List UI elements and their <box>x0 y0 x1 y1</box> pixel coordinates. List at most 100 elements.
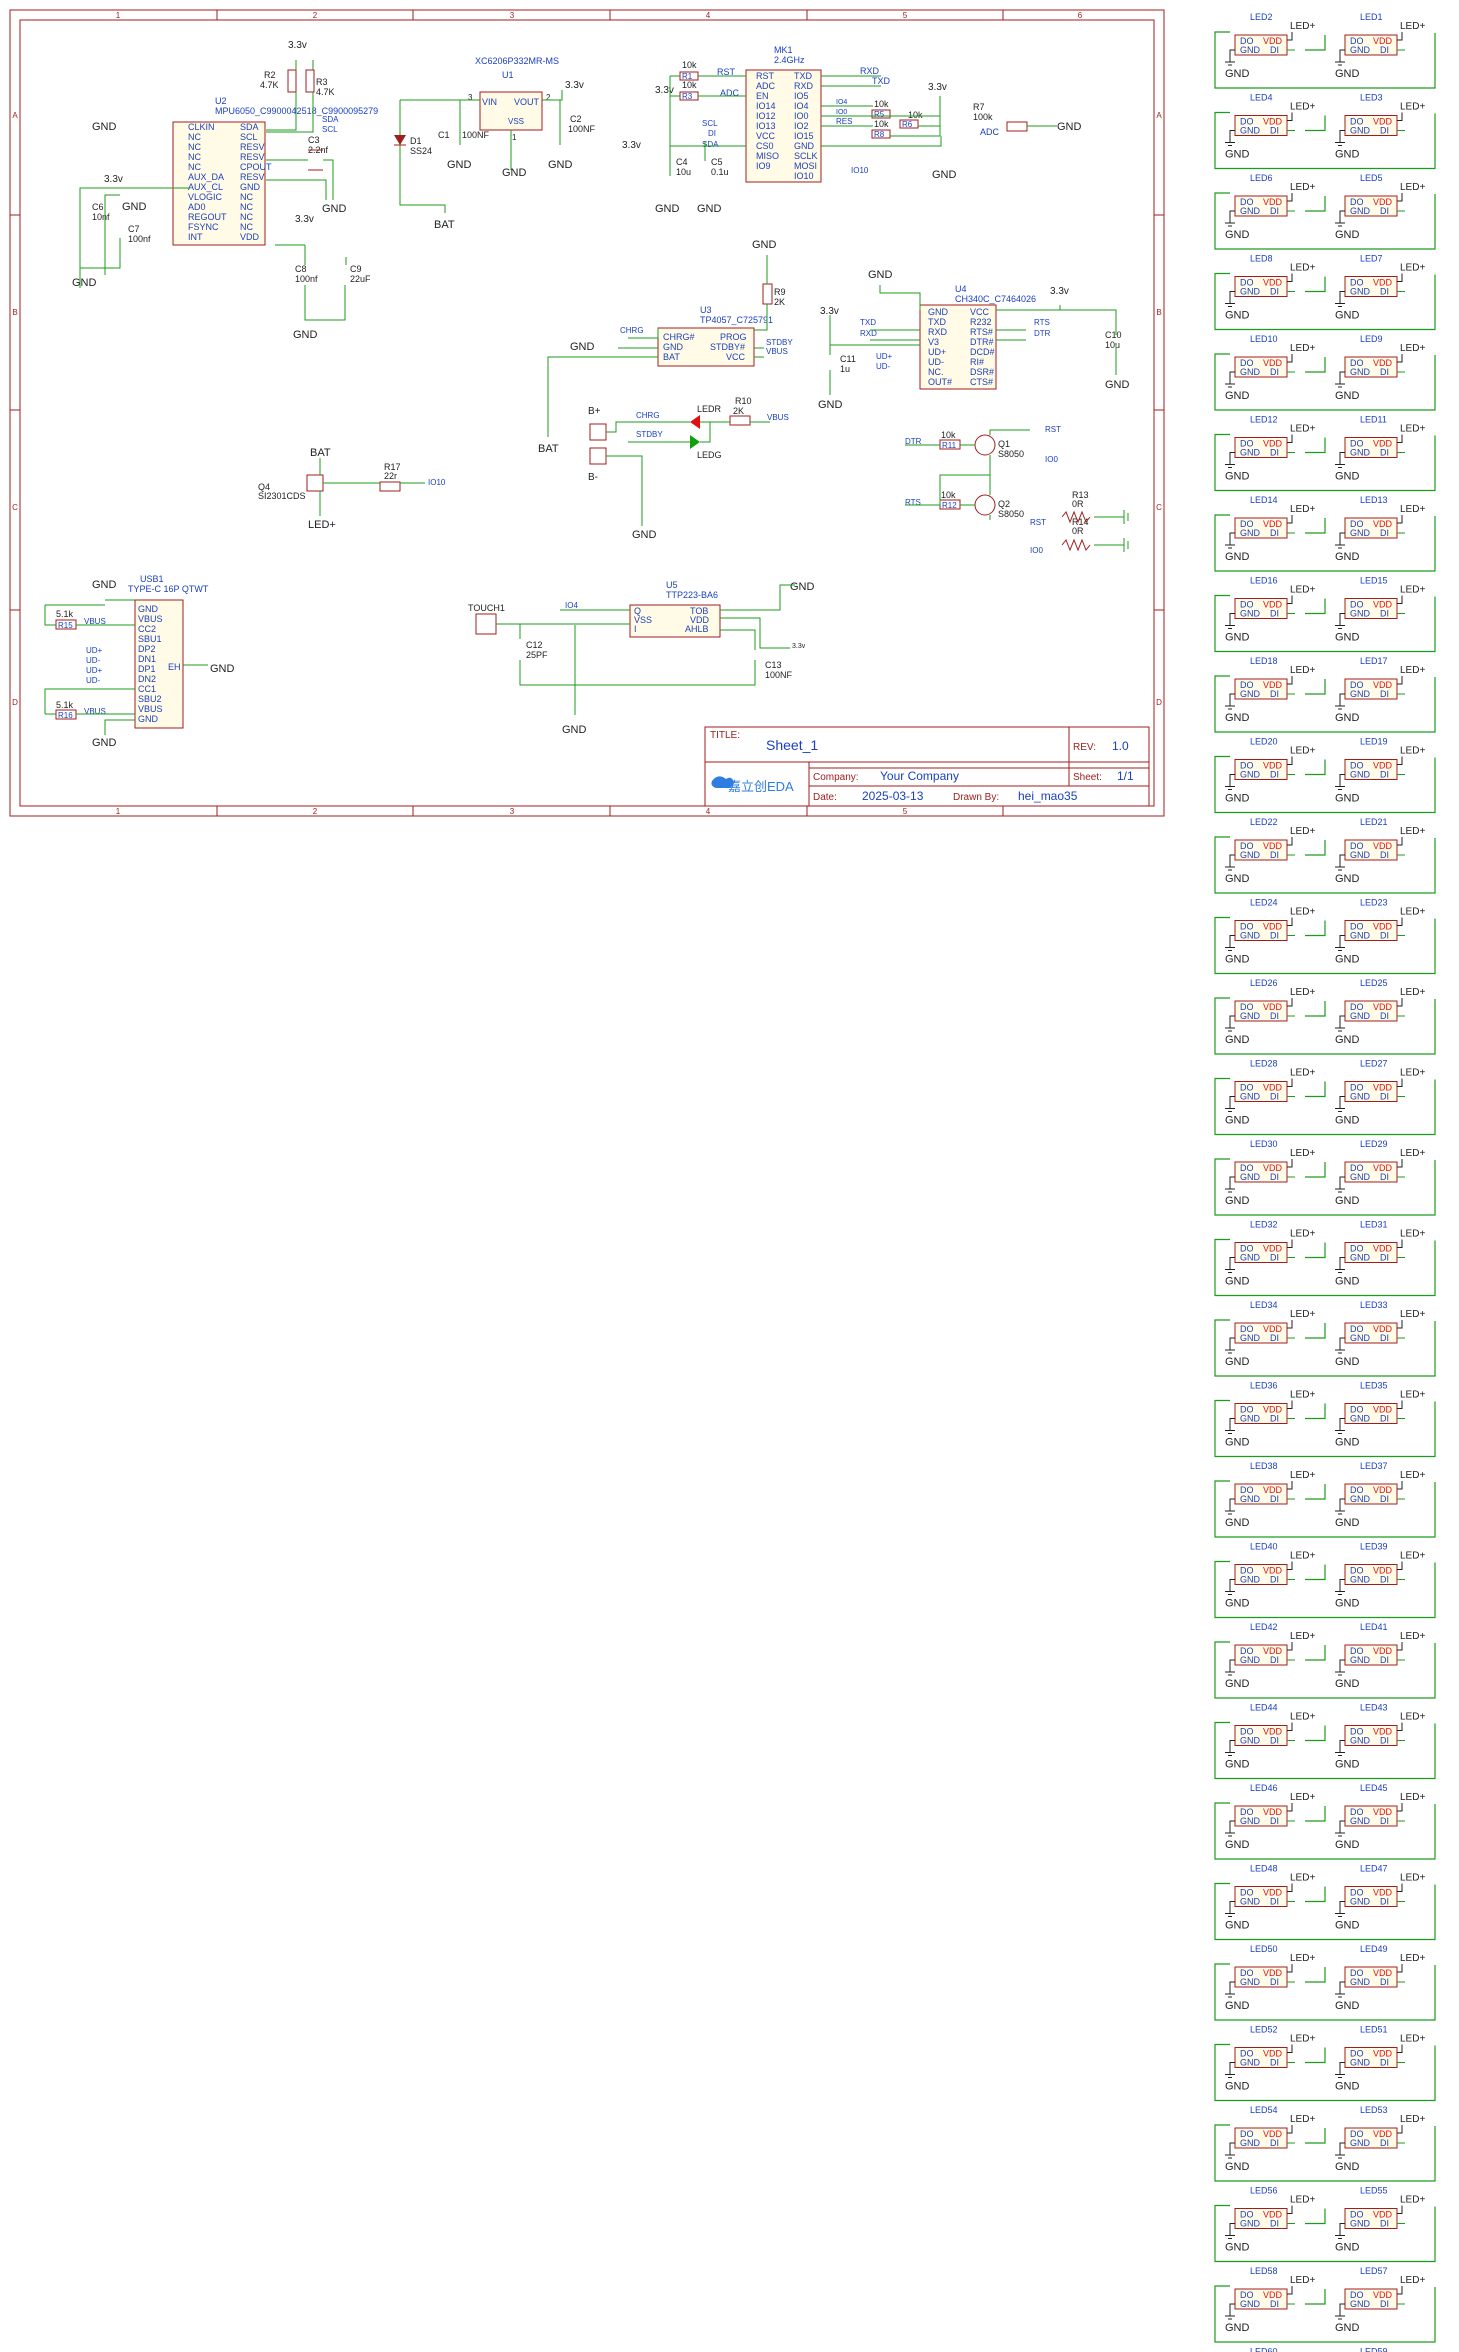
led-pin-vdd: VDD <box>1263 439 1283 449</box>
led-pin-do: DO <box>1240 1727 1254 1737</box>
u4-left-pin-0: GND <box>928 307 949 317</box>
led-pin-do: DO <box>1240 117 1254 127</box>
u4-left-pin-5: UD- <box>928 357 944 367</box>
company-value: Your Company <box>880 769 959 783</box>
u1-ldo: XC6206P332MR-MS U1 VIN VOUT VSS 3 2 1 C1… <box>394 56 596 231</box>
u3-chrg-net: CHRG <box>620 326 644 335</box>
led-ref: LED15 <box>1360 576 1388 586</box>
u3-pin-stdby: STDBY# <box>710 342 745 352</box>
mk1-right-pin-9: MOSI <box>794 161 817 171</box>
row-label-b-r: B <box>1156 308 1161 317</box>
col-label-3: 3 <box>510 11 515 20</box>
led-ref: LED23 <box>1360 898 1388 908</box>
led-gnd-net: GND <box>1225 1598 1250 1610</box>
led-pin-do: DO <box>1240 2049 1254 2059</box>
c12-ref: C12 <box>526 640 543 650</box>
led-pin-gnd: GND <box>1350 45 1371 55</box>
q1-transistor-icon <box>974 434 996 456</box>
led-gnd-net: GND <box>1335 2322 1360 2334</box>
q4-pmos: BAT Q4 SI2301CDS LED+ R17 22r IO10 <box>258 447 446 531</box>
u4-left-pin-2: RXD <box>928 327 948 337</box>
u1-vss: VSS <box>508 117 524 126</box>
led-vdd-net: LED+ <box>1400 1792 1425 1803</box>
led-gnd-net: GND <box>1225 954 1250 966</box>
u2-right-pin-0: SDA <box>240 122 259 132</box>
led-vdd-net: LED+ <box>1290 504 1315 515</box>
q2-value: S8050 <box>998 509 1024 519</box>
c11-value: 1u <box>840 364 850 374</box>
led-gnd-net: GND <box>1225 2161 1250 2173</box>
led-pin-do: DO <box>1350 1646 1364 1656</box>
u2-left-pin-11: INT <box>188 232 203 242</box>
led-pin-di: DI <box>1380 1253 1389 1263</box>
led-pin-di: DI <box>1380 1414 1389 1424</box>
c11-ref: C11 <box>840 354 856 364</box>
led-gnd-net: GND <box>1225 1920 1250 1932</box>
led-pin-do: DO <box>1350 1485 1364 1495</box>
u5-io4-net: IO4 <box>565 601 578 610</box>
mk1-right-pin-10: IO10 <box>794 171 814 181</box>
q2-transistor-icon <box>974 494 996 516</box>
led-pin-do: DO <box>1240 1807 1254 1817</box>
usb-udm-net-1: UD- <box>86 656 101 665</box>
bat-gnd: GND <box>632 529 657 541</box>
led-pin-gnd: GND <box>1240 2058 1261 2068</box>
led-pin-di: DI <box>1380 2138 1389 2148</box>
led-pin-gnd: GND <box>1350 2299 1371 2309</box>
r9-ref: R9 <box>774 287 786 297</box>
led-vdd-net: LED+ <box>1290 2114 1315 2125</box>
led-pin-do: DO <box>1350 1405 1364 1415</box>
led-pin-vdd: VDD <box>1373 36 1393 46</box>
row-label-b: B <box>12 308 17 317</box>
mk1-rst-net: RST <box>717 67 736 77</box>
led-gnd-net: GND <box>1225 632 1250 644</box>
led-pin-do: DO <box>1240 922 1254 932</box>
led-ref: LED28 <box>1250 1059 1278 1069</box>
mk1-left-pin-6: VCC <box>756 131 776 141</box>
led-ref: LED9 <box>1360 334 1383 344</box>
led-gnd-net: GND <box>1335 1034 1360 1046</box>
led-pin-gnd: GND <box>1240 2138 1261 2148</box>
led-pin-gnd: GND <box>1350 126 1371 136</box>
led-chrg-net: CHRG <box>636 411 660 420</box>
led-gnd-net: GND <box>1335 1356 1360 1368</box>
r13-ref: R13 <box>1072 490 1089 500</box>
led-pin-gnd: GND <box>1350 1575 1371 1585</box>
led-pin-di: DI <box>1270 1172 1279 1182</box>
drawn-value: hei_mao35 <box>1018 789 1078 803</box>
led-pin-gnd: GND <box>1350 850 1371 860</box>
led-component: LED59DOVDDGNDDILED+GND <box>1360 2347 1388 2352</box>
mk1-gnd-3: GND <box>932 169 957 181</box>
led-gnd-net: GND <box>1225 1759 1250 1771</box>
sheet-border: 1 2 3 4 5 6 1 2 3 4 5 A B C D A B C D <box>9 9 1165 817</box>
led-ref: LED48 <box>1250 1864 1278 1874</box>
u3-pin-bat: BAT <box>663 352 680 362</box>
c9-ref: C9 <box>350 264 362 274</box>
led-pin-vdd: VDD <box>1373 1646 1393 1656</box>
u3-tp4057: U3 TP4057_C725791 CHRG# GND BAT PROG STD… <box>538 239 793 541</box>
r14-io0-net: IO0 <box>1030 546 1043 555</box>
led-pin-do: DO <box>1350 439 1364 449</box>
u3-stdby-net: STDBY <box>766 338 793 347</box>
c6-ref: C6 <box>92 202 104 212</box>
u3-ref: U3 <box>700 305 712 315</box>
u4-udm-net: UD- <box>876 362 891 371</box>
col-label-5b: 5 <box>903 807 908 816</box>
r2-value: 4.7K <box>260 80 279 90</box>
led-vdd-net: LED+ <box>1290 21 1315 32</box>
u5-part: TTP223-BA6 <box>666 590 718 600</box>
led-pin-gnd: GND <box>1350 1655 1371 1665</box>
